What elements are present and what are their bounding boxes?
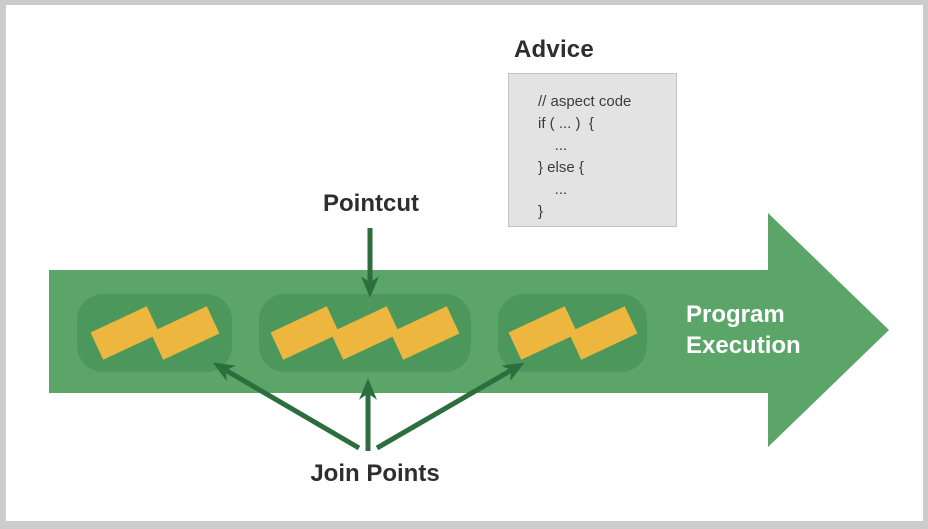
join-point [568, 306, 637, 360]
join-point [270, 306, 340, 360]
pointcut-label: Pointcut [323, 190, 419, 217]
join-point [508, 306, 577, 360]
program-execution-label: Program Execution [686, 299, 801, 361]
join-point [330, 306, 400, 360]
join-point [90, 306, 159, 360]
advice-code-box: // aspect code if ( ... ) { ... } else { .… [508, 73, 677, 227]
join-point [150, 306, 219, 360]
aspect-code-block: // aspect code if ( ... ) { ... } else { .… [538, 91, 631, 223]
join-points-label: Join Points [310, 460, 440, 487]
code-line: ... [538, 137, 568, 154]
join-point-group-2 [259, 294, 471, 372]
program-execution-arrow-head [768, 213, 889, 447]
code-line: // aspect code [538, 93, 632, 110]
join-point-group-3 [498, 294, 647, 372]
code-line: } [538, 203, 544, 220]
code-line: } else { [538, 159, 584, 176]
code-line: ... [538, 181, 568, 198]
join-point-group-1 [77, 294, 232, 372]
program-execution-label-line2: Execution [686, 332, 801, 359]
code-line: if ( ... ) { [538, 115, 594, 132]
join-point [390, 306, 460, 360]
advice-title: Advice [514, 36, 594, 63]
program-execution-label-line1: Program [686, 301, 785, 328]
